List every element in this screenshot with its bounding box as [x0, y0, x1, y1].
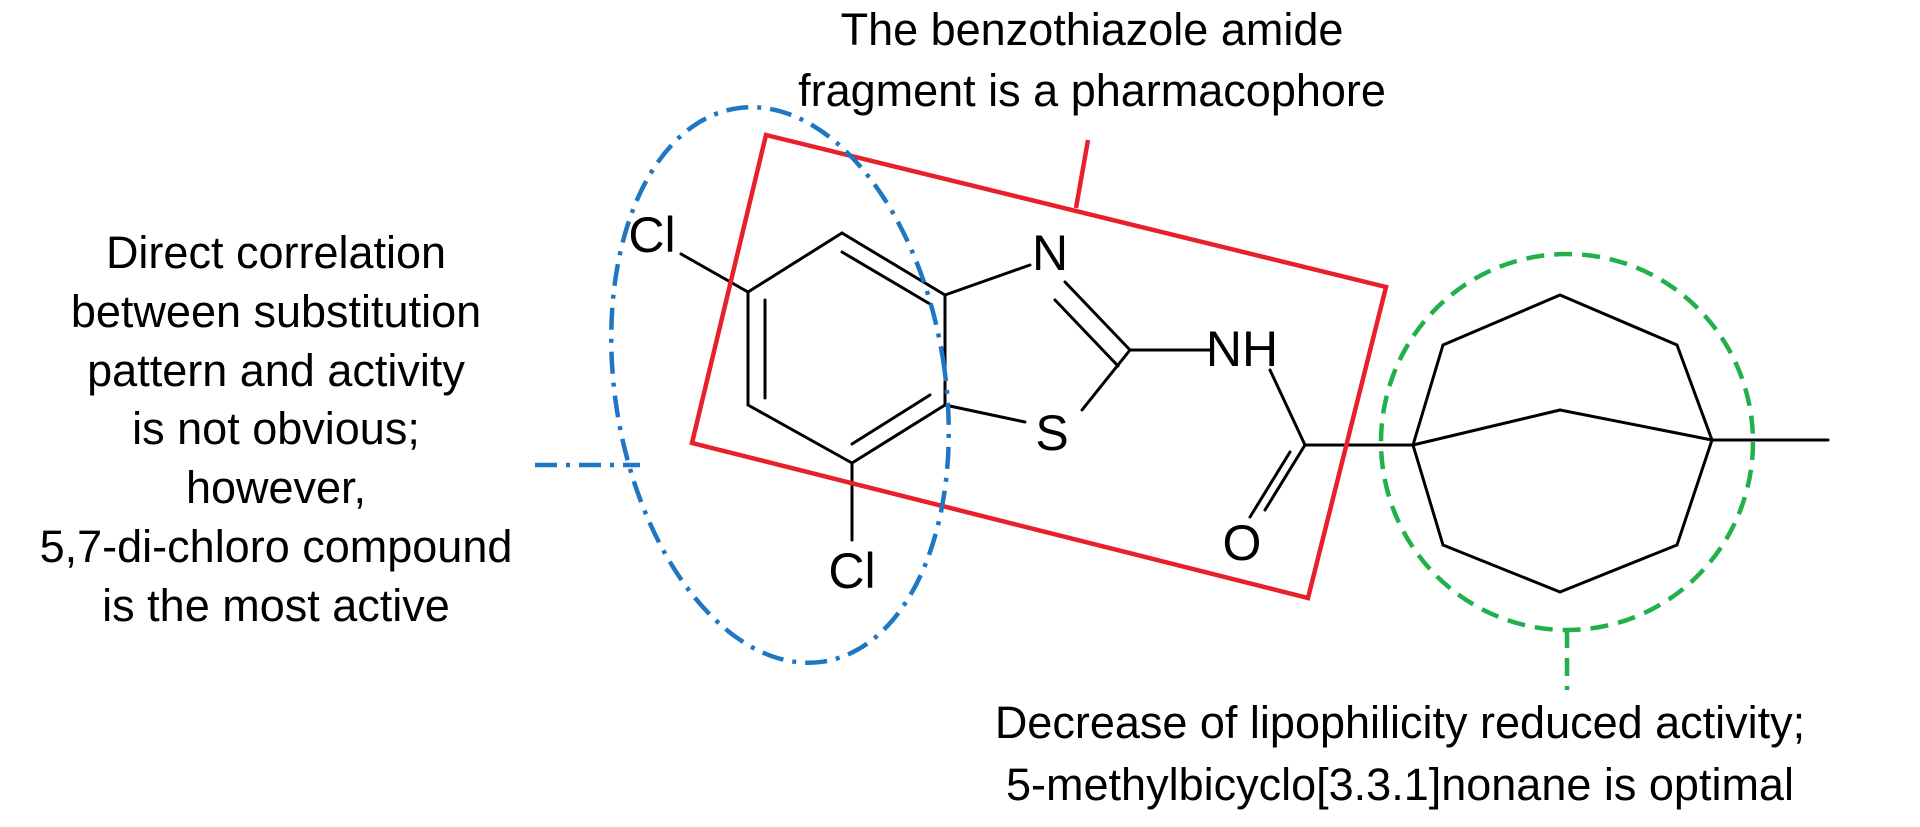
substitution-note-line-1: Direct correlation	[106, 227, 446, 278]
substitution-note-line-6: 5,7-di-chloro compound	[40, 521, 513, 572]
atom-cl-bottom: Cl	[828, 543, 875, 599]
substitution-note-line-4: is not obvious;	[132, 403, 420, 454]
atom-s: S	[1035, 405, 1068, 461]
substitution-outline	[608, 104, 952, 666]
atom-nh: NH	[1206, 321, 1278, 377]
pharmacophore-box	[689, 132, 1389, 601]
substitution-note: Direct correlation between substitution …	[40, 227, 513, 631]
substitution-highlight	[535, 104, 952, 666]
substitution-note-line-7: is the most active	[102, 580, 450, 631]
atom-o: O	[1223, 515, 1262, 571]
pharmacophore-note-line-2: fragment is a pharmacophore	[798, 65, 1386, 116]
atom-labels: Cl Cl N S NH O	[628, 207, 1278, 599]
substitution-note-line-2: between substitution	[71, 286, 481, 337]
pharmacophore-leader	[1073, 139, 1091, 209]
lipophilicity-outline	[1378, 251, 1756, 633]
substitution-note-line-3: pattern and activity	[87, 345, 465, 396]
atom-cl-top: Cl	[628, 207, 675, 263]
atom-n: N	[1032, 225, 1068, 281]
lipophilicity-highlight	[1378, 251, 1756, 690]
lipophilicity-note: Decrease of lipophilicity reduced activi…	[995, 697, 1805, 810]
molecule-bonds	[679, 231, 1830, 594]
lipophilicity-note-line-1: Decrease of lipophilicity reduced activi…	[995, 697, 1805, 748]
pharmacophore-note-line-1: The benzothiazole amide	[841, 4, 1344, 55]
pharmacophore-note: The benzothiazole amide fragment is a ph…	[798, 4, 1386, 116]
lipophilicity-note-line-2: 5-methylbicyclo[3.3.1]nonane is optimal	[1006, 759, 1794, 810]
substitution-note-line-5: however,	[186, 462, 366, 513]
pharmacophore-highlight	[689, 132, 1389, 601]
